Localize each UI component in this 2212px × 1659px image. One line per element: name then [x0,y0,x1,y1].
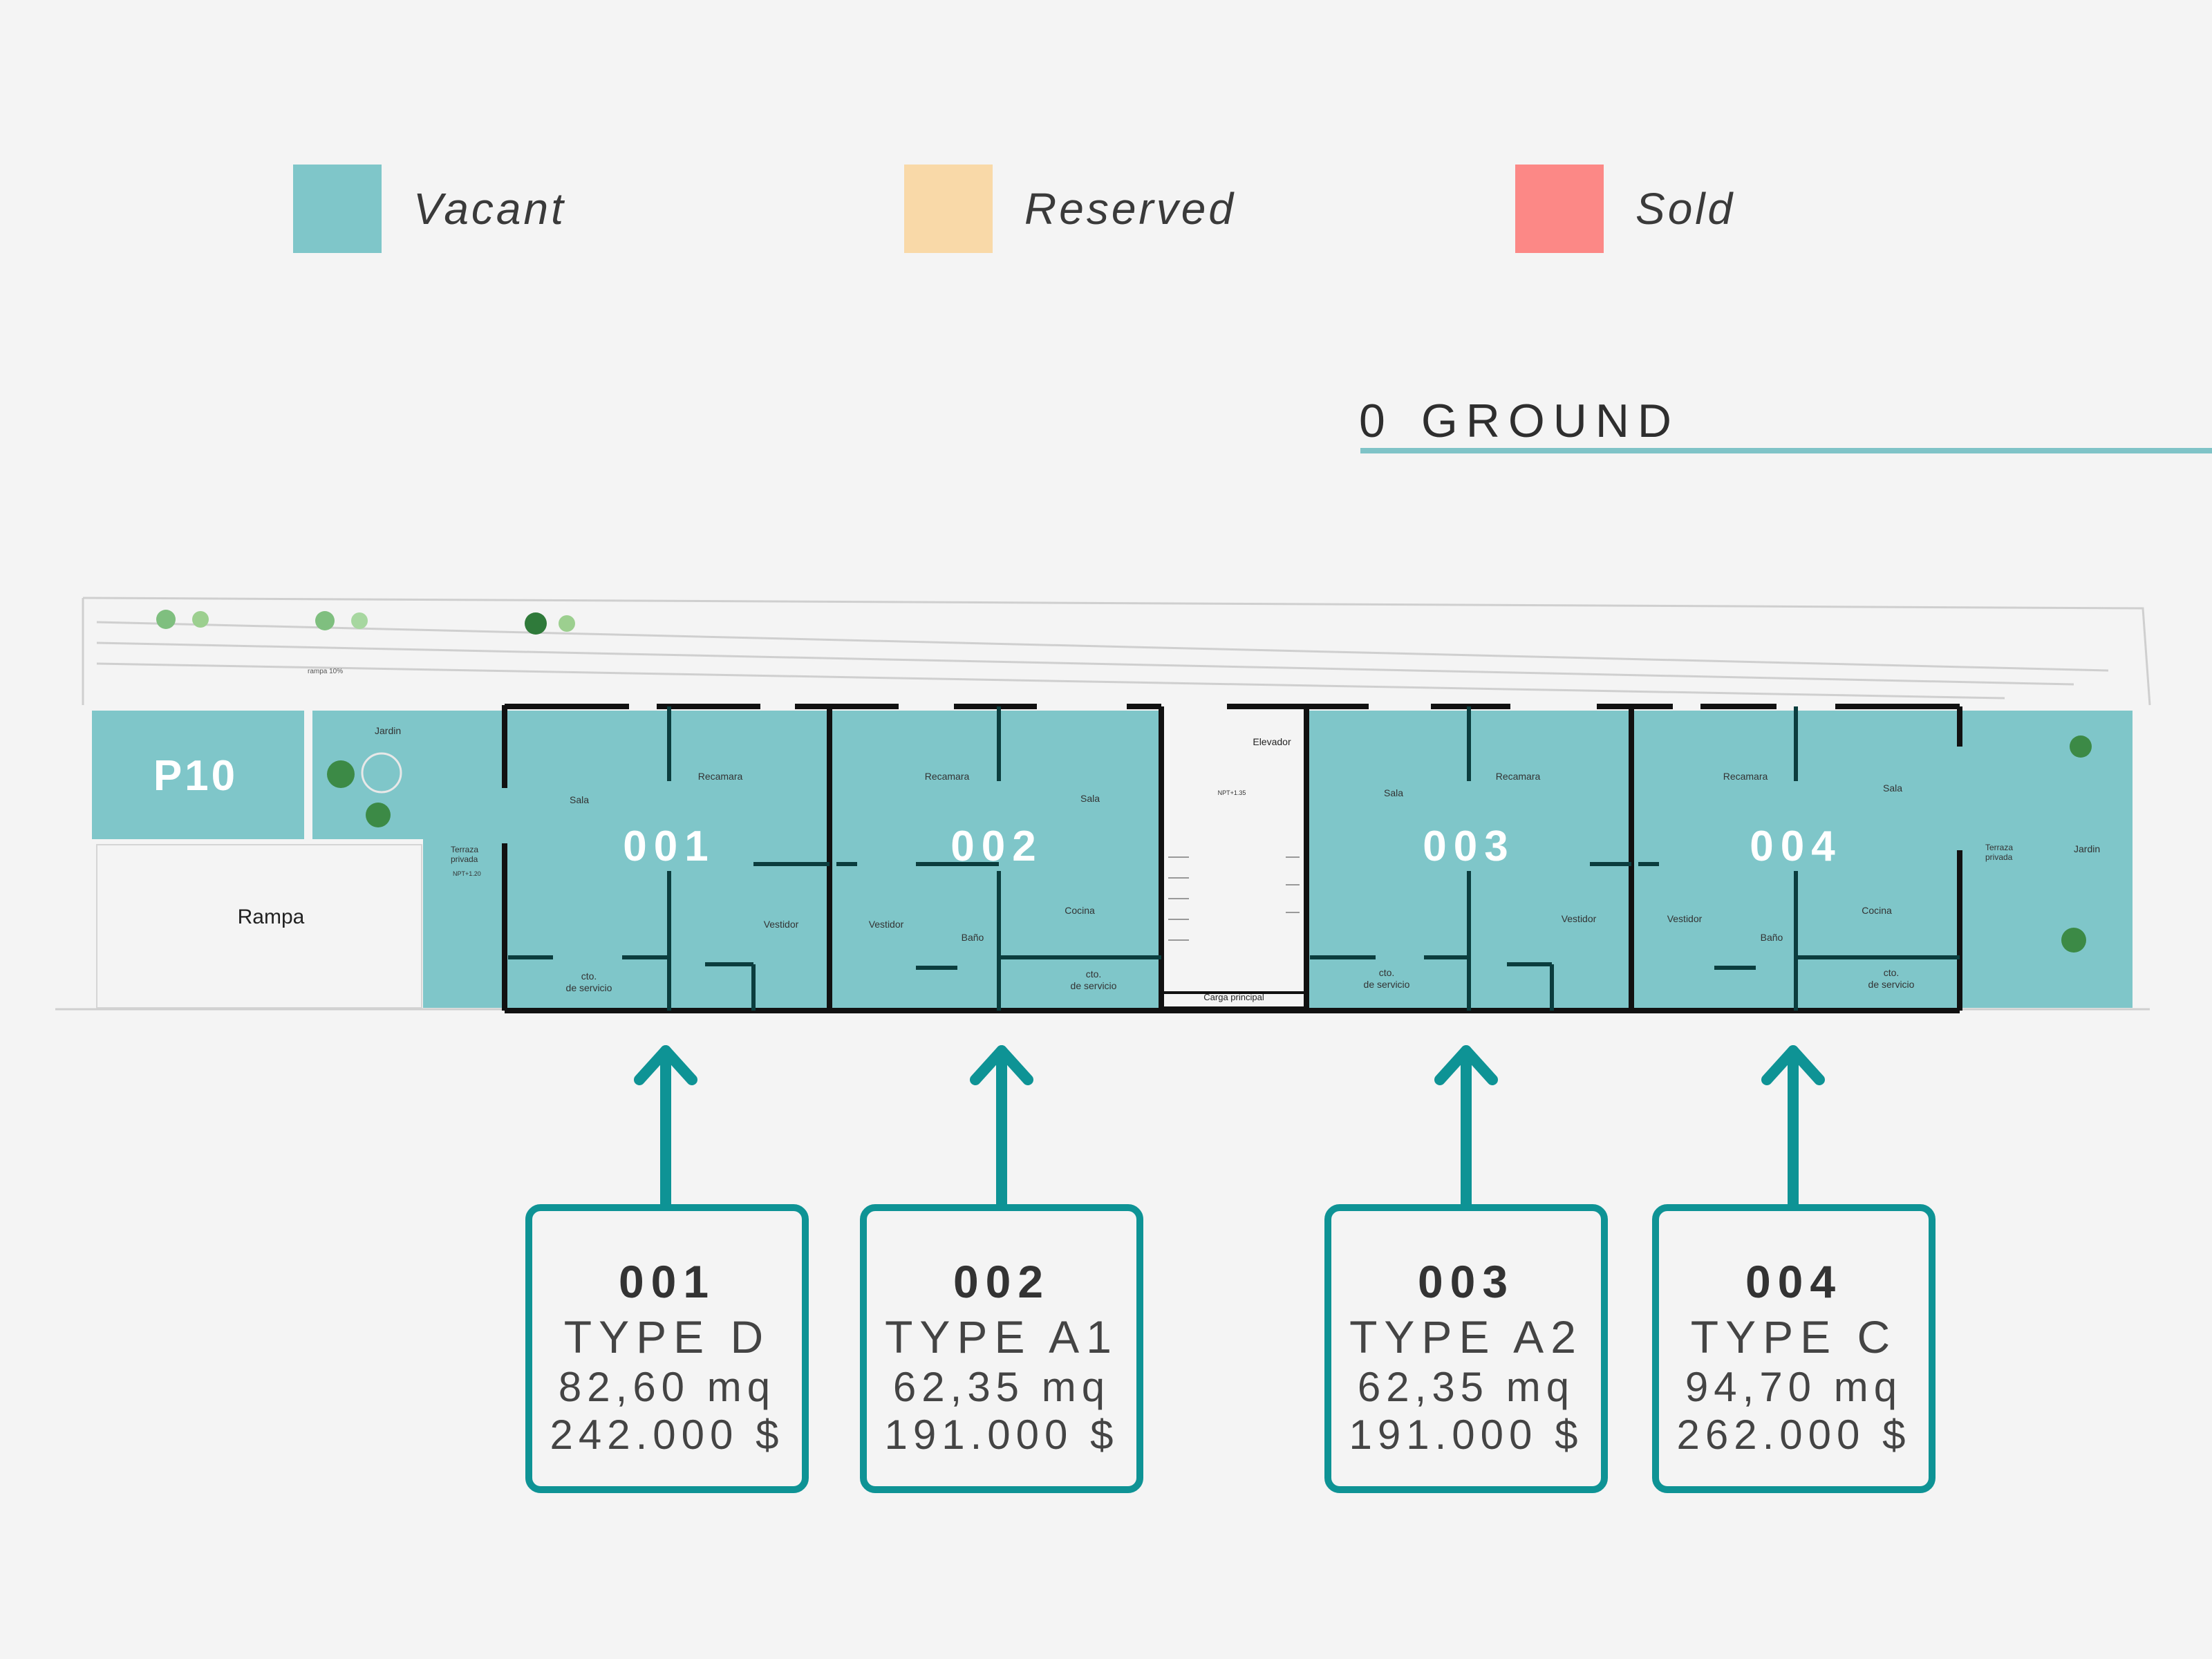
floor-plan: rampa 10% P10 Jardin Rampa Terraza priva… [55,597,2151,1013]
unit-card-002[interactable]: 002 TYPE A1 62,35 mq 191.000 $ [860,1204,1143,1493]
plant-icon [327,760,355,788]
unit-area: 82,60 mq [558,1364,776,1410]
ramp-label: Rampa [238,906,305,928]
terrace-left-label-2: privada [451,854,478,864]
legend-vacant-label: Vacant [413,184,566,234]
plan-unit-004[interactable]: 004 [1750,823,1841,870]
terrace-left-label-1: Terraza [451,845,478,854]
core-stair-elevator [1161,711,1306,1008]
legend-sold-swatch [1515,165,1604,253]
room-service-2: de servicio [566,982,612,993]
unit-area: 94,70 mq [1685,1364,1903,1410]
garden-right-label: Jardin [2074,843,2100,854]
ramp-note: rampa 10% [308,668,343,675]
garden-left-label: Jardin [375,725,401,736]
unit-number: 001 [618,1256,716,1307]
plants-top [156,610,575,635]
terrace-garden-right [1960,711,2133,1008]
room-service-1: cto. [1379,967,1395,978]
room-vestidor: Vestidor [869,919,904,930]
room-service-1: cto. [1086,968,1102,980]
room-cocina: Cocina [1862,905,1892,916]
unit-type: TYPE D [563,1311,771,1362]
floor-name: GROUND [1421,395,1680,447]
plant-icon [361,752,402,794]
plant-icon [2070,735,2092,758]
unit-type: TYPE A2 [1349,1311,1583,1362]
stairs [1168,856,1300,941]
terrace-left-level: NPT+1.20 [453,870,481,877]
room-recamara: Recamara [698,771,743,782]
room-vestidor: Vestidor [1667,913,1703,924]
room-recamara: Recamara [1723,771,1768,782]
plan-unit-003[interactable]: 003 [1423,823,1515,870]
ramp [96,844,422,1009]
interior-walls [508,706,1960,1011]
room-sala: Sala [1883,782,1902,794]
legend-sold: Sold [1515,165,1735,253]
legend-vacant: Vacant [293,165,566,253]
unit-card-001[interactable]: 001 TYPE D 82,60 mq 242.000 $ [525,1204,809,1493]
arrows [634,1045,1825,1210]
unit-price: 191.000 $ [884,1412,1119,1458]
unit-area: 62,35 mq [1357,1364,1575,1410]
arrow-004 [1761,1045,1825,1210]
unit-number: 003 [1417,1256,1515,1307]
parking-label: P10 [153,752,238,800]
floor-number: 0 [1359,395,1394,447]
legend-sold-label: Sold [1635,184,1736,234]
unit-card-003[interactable]: 003 TYPE A2 62,35 mq 191.000 $ [1324,1204,1608,1493]
room-recamara: Recamara [925,771,970,782]
legend-vacant-swatch [293,165,382,253]
terrace-right-label-2: privada [1985,852,2013,862]
arrow-002 [970,1045,1033,1210]
terrace-left [423,711,506,1008]
room-recamara: Recamara [1496,771,1541,782]
arrow-003 [1434,1045,1498,1210]
room-sala: Sala [570,794,589,805]
room-bano: Baño [1761,932,1783,943]
room-vestidor: Vestidor [1562,913,1597,924]
plan-unit-002[interactable]: 002 [950,823,1042,870]
room-service-2: de servicio [1071,980,1117,991]
main-load-label: Carga principal [1203,992,1264,1002]
terrace-right-label-1: Terraza [1985,843,2013,852]
unit-price: 242.000 $ [550,1412,785,1458]
unit-type: TYPE C [1690,1311,1897,1362]
legend-reserved: Reserved [904,165,1236,253]
unit-area: 62,35 mq [892,1364,1111,1410]
floor-underline [1360,448,2212,453]
room-labels: Sala Recamara Vestidor cto. de servicio … [566,771,1915,993]
unit-number: 004 [1745,1256,1843,1307]
plant-icon [366,803,391,827]
room-sala: Sala [1080,793,1100,804]
unit-type: TYPE A1 [885,1311,1118,1362]
floor-title: 0 GROUND [1359,394,1680,448]
legend-reserved-swatch [904,165,993,253]
walls [502,704,1962,1013]
unit-card-004[interactable]: 004 TYPE C 94,70 mq 262.000 $ [1652,1204,1936,1493]
room-vestidor: Vestidor [764,919,799,930]
room-service-2: de servicio [1364,979,1410,990]
unit-price: 191.000 $ [1349,1412,1584,1458]
unit-number: 002 [953,1256,1051,1307]
plant-icon [2061,928,2086,953]
room-cocina: Cocina [1065,905,1095,916]
room-service-1: cto. [581,971,597,982]
unit-price: 262.000 $ [1676,1412,1911,1458]
parking-p10[interactable] [92,711,304,839]
room-bano: Baño [962,932,984,943]
room-service-2: de servicio [1868,979,1915,990]
room-sala: Sala [1384,787,1403,798]
plan-unit-001[interactable]: 001 [623,823,715,870]
legend-reserved-label: Reserved [1024,184,1236,234]
units-001-002-fill [505,711,1161,1008]
room-service-1: cto. [1884,967,1900,978]
elevator-label: Elevador [1253,736,1291,747]
core-level: NPT+1.35 [1218,789,1246,796]
arrow-001 [634,1045,697,1210]
